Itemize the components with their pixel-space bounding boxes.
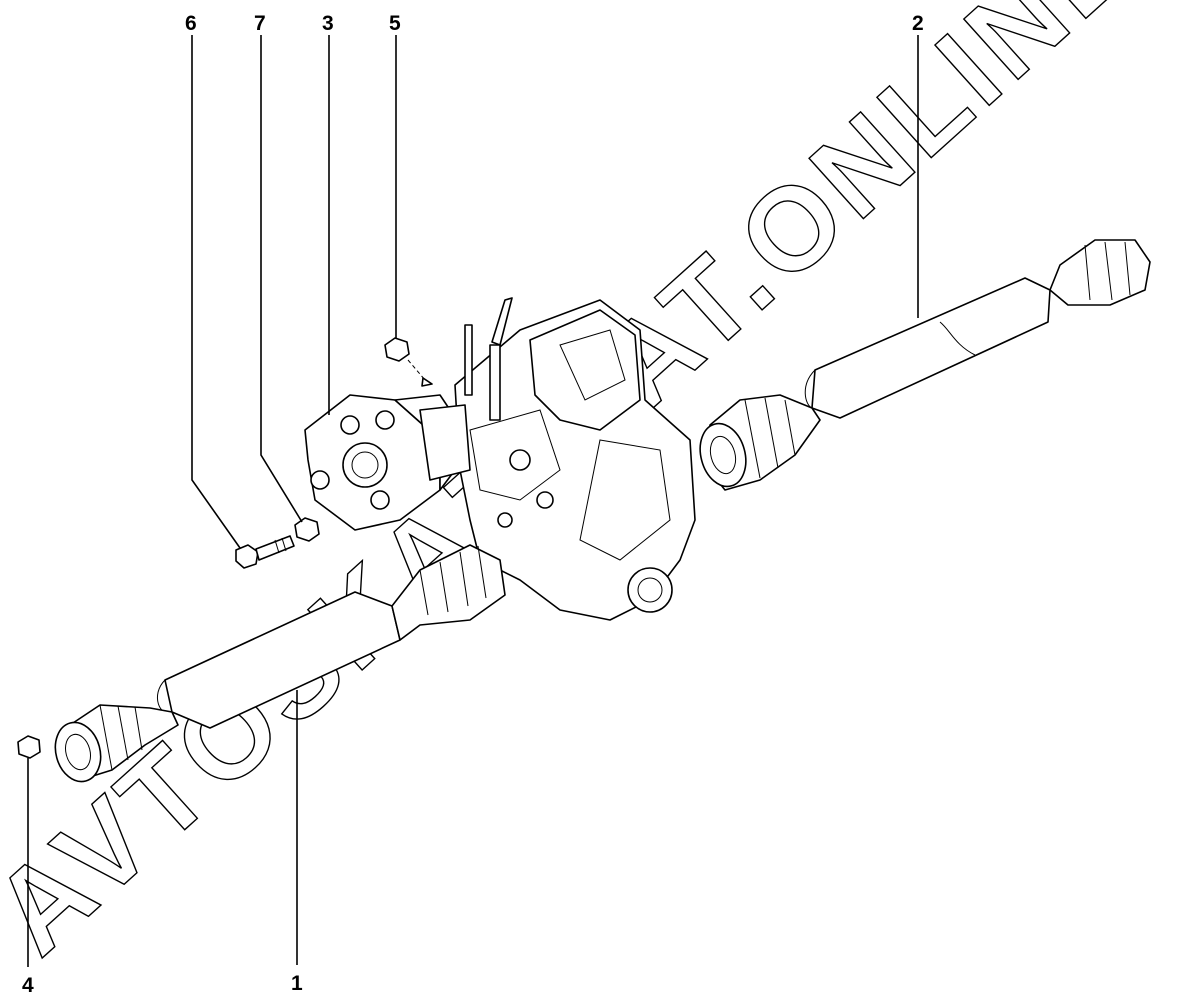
callout-2: 2	[912, 12, 924, 35]
hex-nut-7	[294, 517, 320, 542]
coupling-flange	[304, 394, 471, 531]
leader-lines	[27, 35, 919, 967]
callout-1: 1	[291, 972, 303, 995]
callout-labels: 1 2 3 4 5 6 7	[22, 12, 924, 997]
transfer-case-housing	[454, 297, 696, 621]
callout-6: 6	[185, 12, 197, 35]
hex-nut-4	[17, 735, 41, 759]
callout-7: 7	[254, 12, 266, 35]
hex-nut-5	[384, 337, 433, 387]
callout-3: 3	[322, 12, 334, 35]
drive-shaft-front	[54, 544, 506, 783]
bolt-6	[235, 535, 295, 569]
leader-7	[260, 35, 303, 523]
callout-5: 5	[389, 12, 401, 35]
callout-4: 4	[22, 974, 34, 997]
leader-6	[191, 35, 241, 549]
drive-shaft-rear	[699, 239, 1151, 491]
